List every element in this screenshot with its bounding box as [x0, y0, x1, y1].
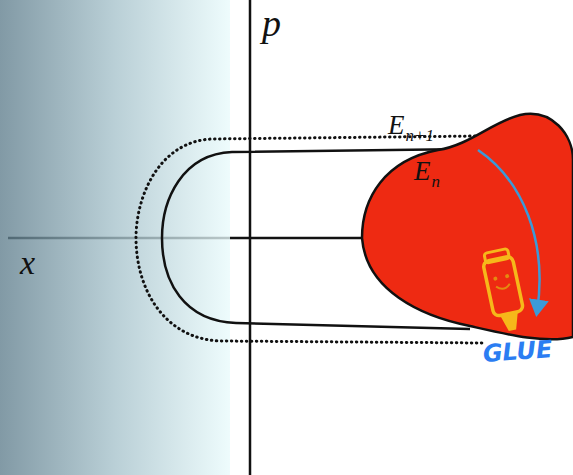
p-axis — [249, 0, 252, 475]
wall-region — [0, 0, 230, 475]
energy-label: E — [414, 158, 431, 185]
glue-text: GLUE — [482, 337, 553, 366]
energy-subscript: n+1 — [406, 127, 434, 144]
axis-label: p — [262, 4, 281, 42]
energy-label: E — [388, 112, 405, 139]
energy-subscript: n — [432, 173, 441, 190]
glue-stick — [481, 248, 527, 332]
phase-space-blob — [362, 114, 573, 339]
axis-label: x — [20, 246, 35, 280]
